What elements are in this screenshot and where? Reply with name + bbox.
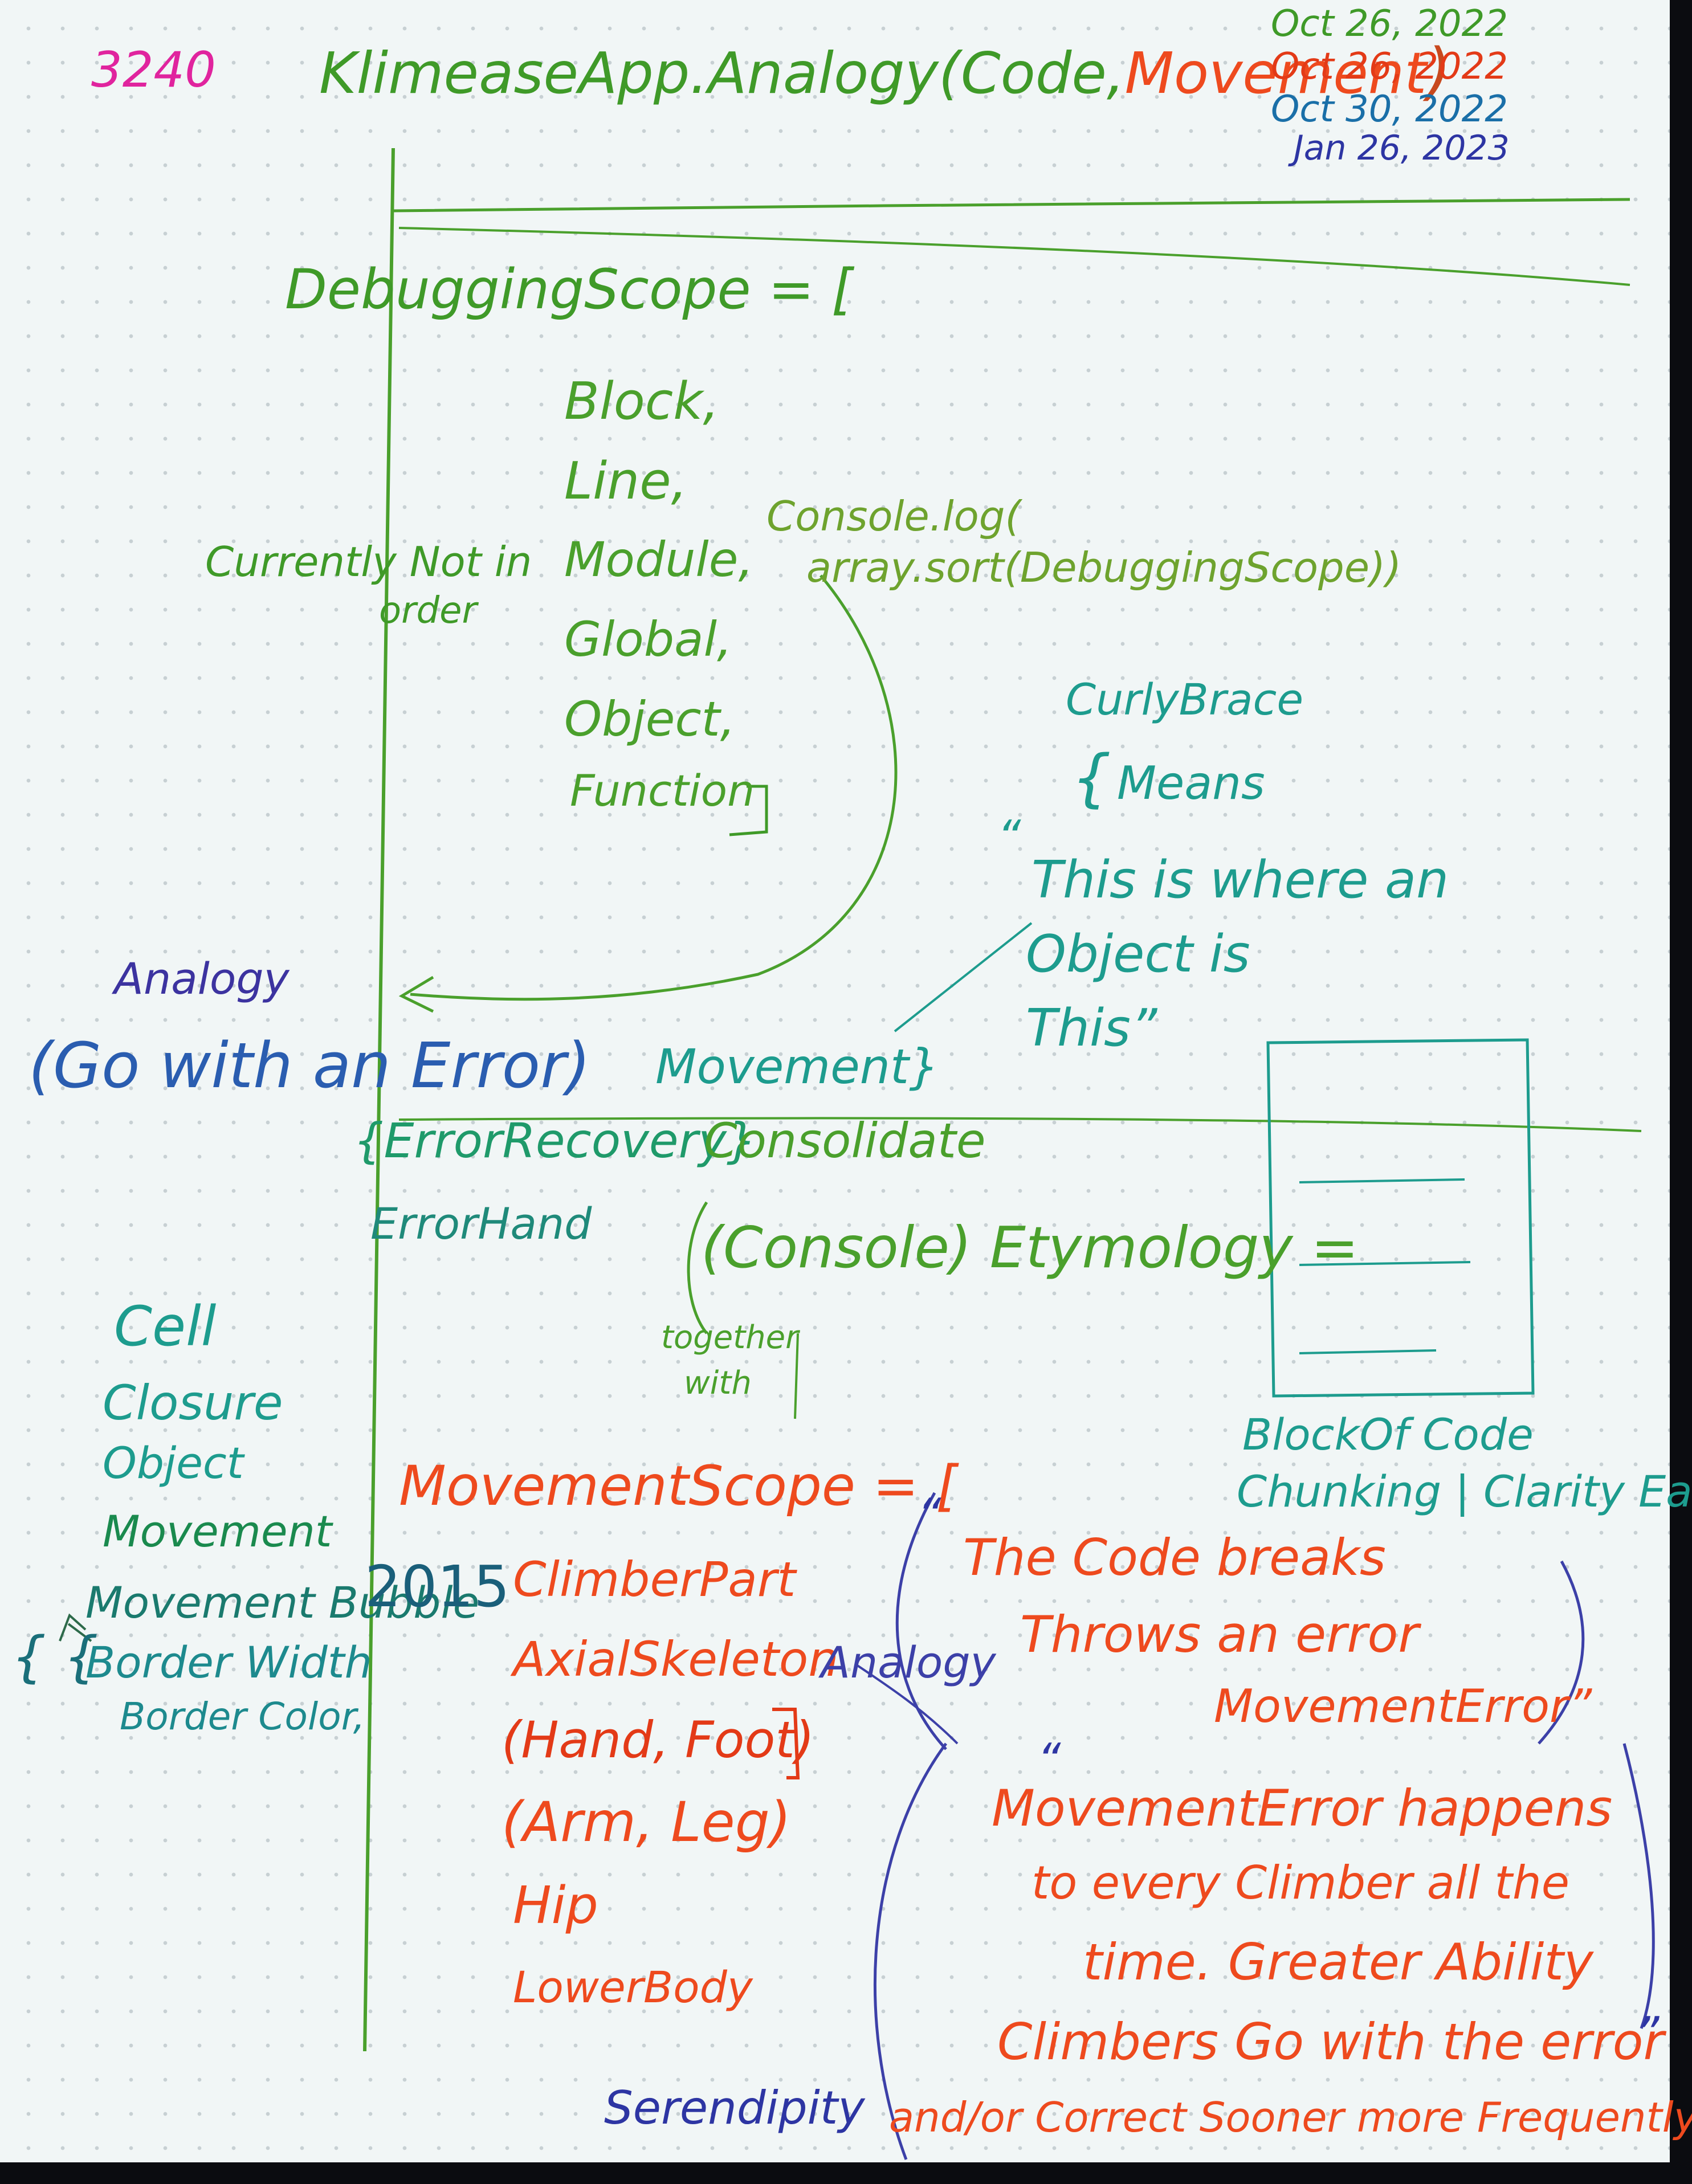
movement-item: AxialSkeleton bbox=[513, 1631, 839, 1687]
movement-bubble-arrow bbox=[67, 1623, 92, 1642]
movement-error-line1: MovementError happens bbox=[992, 1779, 1613, 1838]
date-4: Jan 26, 2023 bbox=[1294, 128, 1510, 168]
top-horizontal-line bbox=[393, 198, 1630, 213]
analogy-paren-right bbox=[1538, 1560, 1585, 1745]
scope-item: Function bbox=[570, 765, 755, 816]
hand-foot-bracket bbox=[772, 1708, 800, 1779]
movement-error-line2: to every Climber all the bbox=[1031, 1856, 1569, 1909]
movement-error-line4: Climbers Go with the error bbox=[997, 2012, 1664, 2071]
scope-item: Line, bbox=[564, 451, 688, 511]
scope-item: Module, bbox=[564, 532, 754, 587]
curly-brace-symbol: { bbox=[1071, 741, 1111, 814]
movement-brace: Movement} bbox=[655, 1039, 940, 1095]
analogy-paren-left bbox=[895, 1492, 947, 1750]
movement-bubble-arrow-head bbox=[59, 1613, 87, 1642]
order-note-line1: Currently Not in bbox=[205, 538, 532, 586]
vertical-margin-line bbox=[363, 148, 395, 2052]
code-breaks-quote-open: “ bbox=[918, 1489, 941, 1542]
movement-error-quote-open: “ bbox=[1037, 1734, 1061, 1787]
block-of-code-line1: BlockOf Code bbox=[1242, 1409, 1534, 1460]
title-code: Code, bbox=[960, 40, 1125, 107]
left-list-item: Movement bbox=[103, 1506, 332, 1557]
middle-horizontal-line bbox=[398, 1117, 1642, 1132]
curly-brace-title: CurlyBrace bbox=[1066, 674, 1304, 725]
movement-item: LowerBody bbox=[513, 1962, 753, 2012]
box-line-2 bbox=[1299, 1261, 1471, 1266]
console-log-line1: Console.log( bbox=[767, 492, 1021, 540]
movement-item: (Hand, Foot) bbox=[502, 1711, 815, 1769]
style-braces: { { bbox=[11, 1625, 99, 1689]
console-log-line2: array.sort(DebuggingScope)) bbox=[806, 544, 1402, 591]
date-2: Oct 26, 2022 bbox=[1271, 46, 1508, 88]
error-hand: ErrorHand bbox=[370, 1198, 592, 1249]
curly-brace-quote-open: “ bbox=[997, 811, 1021, 864]
code-breaks-line1: The Code breaks bbox=[963, 1528, 1386, 1587]
title-close: ) bbox=[1426, 35, 1452, 108]
page-number: 3240 bbox=[91, 42, 216, 99]
left-list-item: Cell bbox=[114, 1295, 217, 1358]
together-line1: together bbox=[661, 1319, 799, 1356]
movement-scope-declaration: MovementScope = [ bbox=[399, 1454, 957, 1518]
left-list-item: Movement Bubble bbox=[85, 1577, 480, 1628]
analogy-label: Analogy bbox=[114, 953, 290, 1004]
consolidate: Consolidate bbox=[704, 1113, 986, 1169]
block-of-code-sketch bbox=[1271, 1043, 1533, 1396]
dark-background-bottom bbox=[0, 2162, 1692, 2184]
serendipity: Serendipity bbox=[604, 2081, 865, 2134]
scope-item: Object, bbox=[564, 691, 736, 747]
analogy-side-label: Analogy bbox=[821, 1637, 996, 1688]
movement-item: (Arm, Leg) bbox=[502, 1790, 792, 1854]
curly-brace-means: Means bbox=[1117, 757, 1265, 810]
border-width: Border Width bbox=[85, 1637, 372, 1688]
year-2015: 2015 bbox=[365, 1553, 510, 1620]
console-bracket bbox=[687, 1201, 708, 1334]
block-of-code-line2: Chunking | Clarity Ease. bbox=[1237, 1466, 1692, 1517]
movement-item: ClimberPart bbox=[513, 1552, 796, 1607]
left-list-item: Closure bbox=[103, 1375, 283, 1431]
box-line-3 bbox=[1299, 1349, 1437, 1354]
big-quote-paren-right bbox=[1622, 1743, 1655, 2029]
scope-item: Block, bbox=[564, 372, 720, 431]
console-etymology: (Console) Etymology = bbox=[701, 1214, 1359, 1281]
scope-item: Global, bbox=[564, 611, 732, 667]
date-1: Oct 26, 2022 bbox=[1271, 3, 1508, 45]
left-list-item: Object bbox=[103, 1438, 244, 1488]
sort-arrow-head bbox=[398, 975, 434, 1013]
code-breaks-line3: MovementError” bbox=[1214, 1680, 1592, 1733]
error-recovery: {ErrorRecovery} bbox=[353, 1113, 757, 1169]
debugging-scope-declaration: DebuggingScope = [ bbox=[285, 258, 853, 321]
quote-pointer-line bbox=[894, 922, 1033, 1032]
curly-brace-quote-line3: This” bbox=[1026, 998, 1157, 1058]
code-breaks-line2: Throws an error bbox=[1020, 1605, 1419, 1664]
block-of-code-box bbox=[1266, 1038, 1535, 1398]
title-movement: Movement bbox=[1124, 40, 1427, 107]
together-bar bbox=[794, 1333, 799, 1419]
page-title: KlimeaseApp.Analogy(Code,Movement) bbox=[319, 40, 1451, 103]
movement-error-line5: and/or Correct Sooner more Frequently bbox=[889, 2093, 1692, 2141]
big-quote-paren-left bbox=[873, 1742, 948, 2160]
curly-brace-quote-line2: Object is bbox=[1026, 924, 1250, 984]
together-line2: with bbox=[684, 1365, 752, 1402]
scope-bracket-close bbox=[729, 785, 768, 836]
movement-error-line3: time. Greater Ability bbox=[1083, 1933, 1593, 1991]
movement-error-quote-close: ” bbox=[1636, 2007, 1660, 2060]
analogy-arrow bbox=[854, 1663, 959, 1745]
curly-brace-quote-line1: This is where an bbox=[1031, 850, 1449, 910]
date-3: Oct 30, 2022 bbox=[1271, 88, 1508, 130]
box-line-1 bbox=[1299, 1178, 1465, 1183]
border-color: Border Color, bbox=[120, 1695, 365, 1738]
title-prefix: KlimeaseApp.Analogy( bbox=[319, 40, 961, 107]
second-horizontal-line bbox=[398, 227, 1630, 286]
sort-arrow-curve bbox=[410, 574, 898, 1001]
movement-item: Hip bbox=[513, 1876, 598, 1936]
order-note-line2: order bbox=[379, 590, 477, 632]
go-with-an-error: (Go with an Error) bbox=[28, 1029, 591, 1102]
dark-background-edge bbox=[1670, 0, 1692, 2184]
